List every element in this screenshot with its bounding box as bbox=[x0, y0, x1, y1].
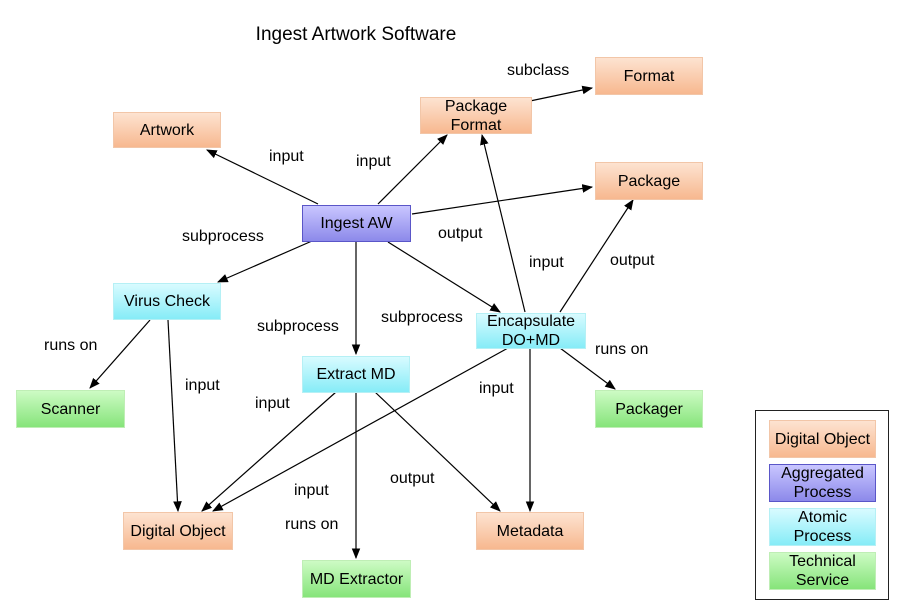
label-input-virus-do: input bbox=[185, 377, 220, 394]
edge-virus-do bbox=[167, 319, 182, 513]
label-input-encap-metadata: input bbox=[479, 380, 514, 397]
edge-pkgformat-format bbox=[529, 85, 594, 102]
edge-ingest-package bbox=[411, 184, 594, 215]
label-input-extract-do: input bbox=[255, 395, 290, 412]
legend-atomic-process: Atomic Process bbox=[769, 508, 876, 546]
legend-technical-service: Technical Service bbox=[769, 552, 876, 590]
node-package[interactable]: Package bbox=[595, 162, 703, 200]
label-subprocess-encap: subprocess bbox=[381, 309, 463, 326]
node-package-format[interactable]: Package Format bbox=[420, 97, 532, 134]
label-input-extract-md: input bbox=[294, 482, 329, 499]
legend: Digital Object Aggregated Process Atomic… bbox=[755, 410, 889, 600]
label-runs-on-mdextractor: runs on bbox=[285, 516, 339, 533]
label-output-encap-package: output bbox=[610, 252, 655, 269]
edge-ingest-encap bbox=[387, 241, 501, 313]
label-subclass: subclass bbox=[507, 62, 570, 79]
edge-encap-pkgformat bbox=[480, 133, 526, 313]
edge-encap-packager bbox=[559, 347, 616, 390]
node-format[interactable]: Format bbox=[595, 57, 703, 95]
diagram-title: Ingest Artwork Software bbox=[255, 24, 457, 45]
edge-ingest-virus bbox=[217, 240, 313, 283]
node-extract-md[interactable]: Extract MD bbox=[302, 356, 410, 393]
edge-encap-package bbox=[559, 199, 634, 313]
node-md-extractor[interactable]: MD Extractor bbox=[302, 560, 411, 598]
node-virus-check[interactable]: Virus Check bbox=[113, 283, 221, 320]
node-scanner[interactable]: Scanner bbox=[16, 390, 125, 428]
legend-digital-object: Digital Object bbox=[769, 420, 876, 458]
label-input-artwork: input bbox=[269, 148, 304, 165]
edge-virus-scanner bbox=[89, 319, 151, 389]
node-packager[interactable]: Packager bbox=[595, 390, 703, 428]
node-artwork[interactable]: Artwork bbox=[113, 112, 221, 148]
node-digital-object[interactable]: Digital Object bbox=[123, 512, 233, 550]
label-output-package: output bbox=[438, 225, 483, 242]
node-ingest-aw[interactable]: Ingest AW bbox=[302, 205, 411, 242]
label-runs-on-scanner: runs on bbox=[44, 337, 98, 354]
label-input-pkgformat: input bbox=[356, 153, 391, 170]
edge-extract-metadata bbox=[374, 391, 501, 512]
legend-aggregated-process: Aggregated Process bbox=[769, 464, 876, 502]
node-encapsulate[interactable]: Encapsulate DO+MD bbox=[476, 313, 586, 349]
label-output-metadata: output bbox=[390, 470, 435, 487]
label-subprocess-virus: subprocess bbox=[182, 228, 264, 245]
edge-extract-do bbox=[201, 391, 337, 512]
label-runs-on-packager: runs on bbox=[595, 341, 649, 358]
label-subprocess-extract: subprocess bbox=[257, 318, 339, 335]
edge-encap-do bbox=[212, 347, 509, 512]
edge-ingest-pkgformat bbox=[377, 134, 448, 205]
node-metadata[interactable]: Metadata bbox=[476, 512, 584, 550]
label-input-encap-pkgformat: input bbox=[529, 254, 564, 271]
edge-ingest-artwork bbox=[206, 149, 319, 205]
